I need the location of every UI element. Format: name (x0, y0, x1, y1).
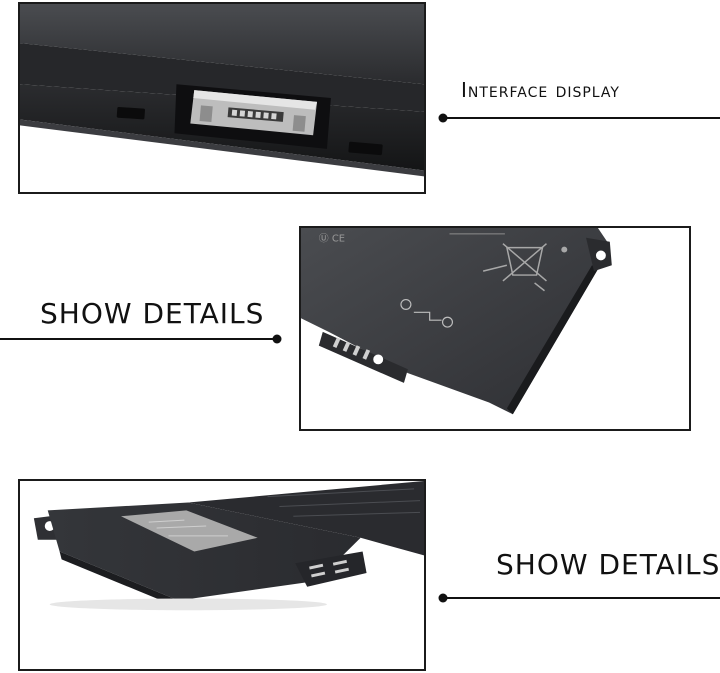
interface-leader-line (443, 117, 720, 119)
show-details-caption-2: SHOW DETAILS (496, 548, 720, 581)
interface-photo-panel (18, 2, 426, 194)
detail-photo-panel-1: Ⓤ CE (299, 226, 691, 431)
detail-photo-panel-2 (18, 479, 426, 671)
detail-photo-1: Ⓤ CE (301, 228, 689, 429)
svg-text:Ⓤ CE: Ⓤ CE (319, 233, 345, 245)
interface-photo (20, 4, 424, 192)
detail-photo-2 (20, 481, 424, 669)
show-details-caption-1: SHOW DETAILS (40, 297, 265, 330)
show-details-leader-dot-2 (438, 593, 448, 603)
show-details-leader-line-2 (443, 597, 720, 599)
show-details-leader-line-1 (0, 338, 277, 340)
interface-caption: Interface display (461, 78, 620, 102)
interface-leader-dot (438, 113, 448, 123)
show-details-leader-dot-1 (272, 334, 282, 344)
